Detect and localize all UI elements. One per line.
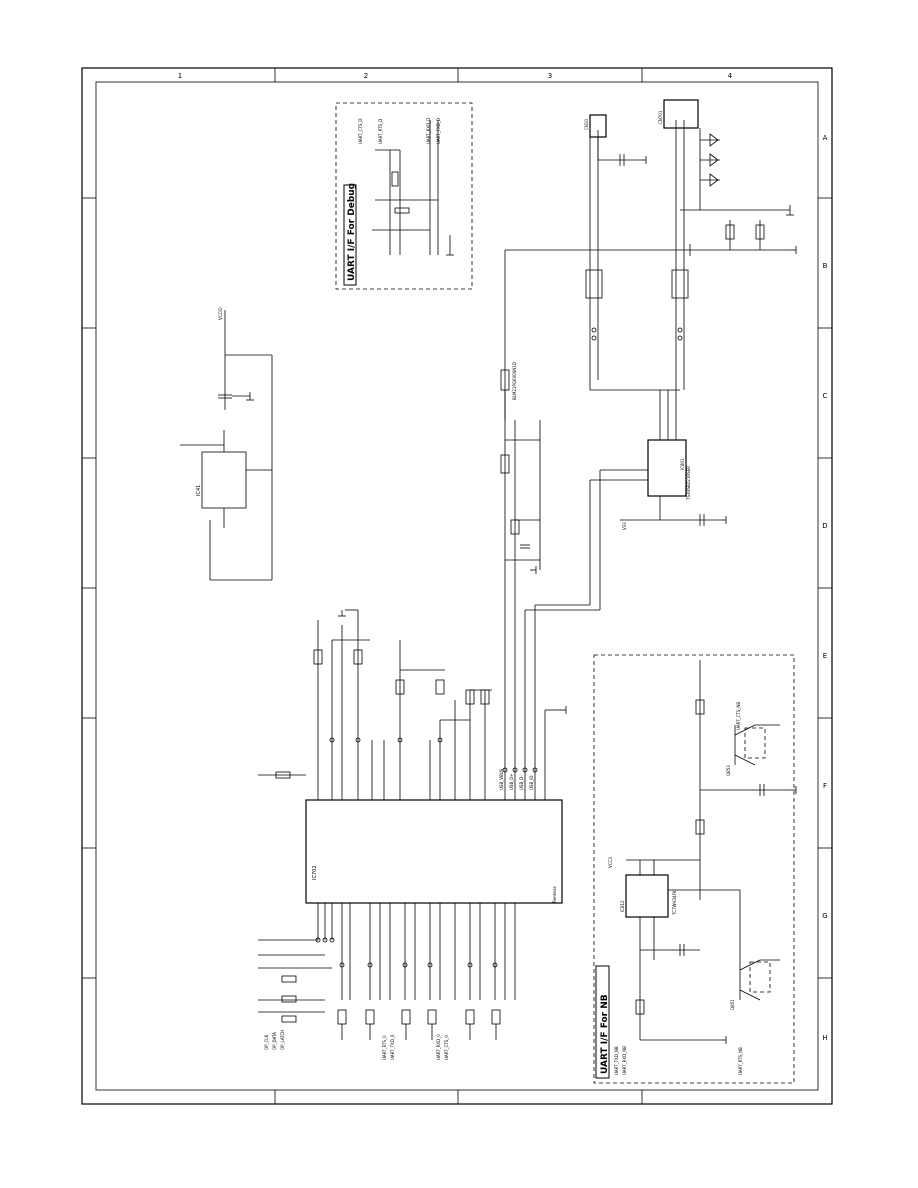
debug-sig-txd: UART_TXD_D [436,118,441,144]
inner-border [95,81,819,1091]
outer-frame [81,67,833,1105]
zone-side-d: D [822,522,827,530]
uart-txd0-label: UART_TXD_0 [390,1034,395,1060]
ic41 [180,310,273,581]
main-ic [305,605,563,1000]
zone-top-3: 3 [548,72,552,80]
usb-vbus-label: USB_VBUS [499,768,504,790]
nb-title-group: UART I/F For NB [595,965,610,1079]
ic41-label: IC41 [196,485,202,496]
zone-top-1: 1 [178,72,182,80]
zone-top-4: 4 [728,72,733,80]
q851-label: Q851 [730,999,735,1010]
v33-label: V33 [622,522,627,530]
uart-rxd0-label: UART_RXD_0 [436,1034,441,1060]
nb-cts-label: UART_CTS_NB [736,702,741,730]
zone-side-b: B [823,262,828,270]
usb-conn-label: CN701 [658,110,663,124]
nb-ic-label: IC812 [620,900,625,912]
nb-block [593,654,795,1084]
nb-rts-label: UART_RTS_NB [738,1047,743,1075]
debug-wiring [372,120,454,256]
zone-ticks [82,68,832,1104]
usb-ic-pn: TS3USB221RSER [686,466,691,501]
vccio-label: VCCIO [218,307,223,320]
zone-side-f: F [823,782,827,790]
usb-id-label: USB_ID [529,776,534,790]
nb-wiring [625,660,790,1041]
uart-cts0-label: UART_CTS_0 [444,1035,449,1060]
usb-ic-label: IC801 [680,458,685,470]
top-resistors [258,609,560,779]
q853-label: Q853 [726,765,731,776]
zone-side-a: A [823,134,828,142]
usb-section [500,99,794,620]
debug-sig-rxd: UART_RXD_D [426,118,431,144]
op-data-label: OP_DATA [272,1032,277,1050]
debug-sig-rts: UART_RTS_D [378,119,383,144]
usb-dp-label: USB_D+ [509,773,514,790]
nb-rxd-label: UART_RXD_NB [622,1046,627,1075]
uart-rts0-label: UART_RTS_0 [382,1035,387,1060]
op-latch-label: OP_LATCH [280,1030,285,1050]
usb-dm-label: USB_D- [519,775,524,790]
ferrite-label: BLM21PG600SN1D [512,362,517,400]
op-clk-label: OP_CLK [264,1034,269,1050]
main-ic-label: IC702 [312,865,318,880]
zone-side-c: C [823,392,828,400]
debug-sig-cts: UART_CTS_D [358,119,363,144]
zone-side-h: H [822,1034,827,1042]
zone-side-g: G [822,912,827,920]
cn10-label: CN10 [584,119,589,130]
nb-title: UART I/F For NB [600,994,610,1074]
vcc3-label: VCC3 [608,857,613,868]
zone-side-e: E [823,652,827,660]
debug-title-group: UART I/F For Debug [343,183,357,286]
zone-top-2: 2 [364,72,368,80]
nb-txd-label: UART_TXD_NB [614,1046,619,1075]
debug-title: UART I/F For Debug [347,183,357,281]
nb-ic-pn: TC7WH34FK [672,890,677,916]
left-resistors [258,939,501,1040]
main-ic-vendor: Renesas [552,886,557,903]
ground-symbols [246,156,797,1044]
